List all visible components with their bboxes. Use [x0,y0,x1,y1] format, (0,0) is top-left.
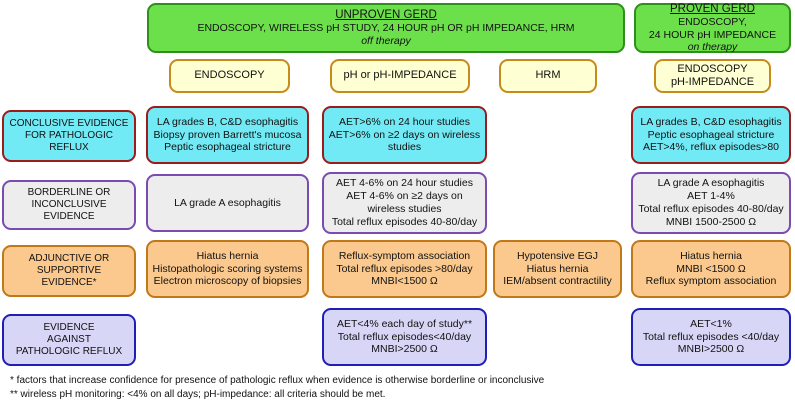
borderline-ph: AET 4-6% on 24 hour studies AET 4-6% on … [322,172,487,234]
criterion-line: AET<4% each day of study** [336,317,473,330]
row-label-conclusive: CONCLUSIVE EVIDENCE FOR PATHOLOGIC REFLU… [2,110,136,162]
criterion-line: Reflux symptom association [645,275,777,288]
criterion-line: Biopsy proven Barrett's mucosa [153,128,302,141]
row-label-line: ADJUNCTIVE OR [28,252,110,264]
unproven-gerd-banner: UNPROVEN GERD ENDOSCOPY, WIRELESS pH STU… [147,3,625,53]
row-label-line: SUPPORTIVE [36,264,102,276]
proven-gerd-line1: ENDOSCOPY, [678,15,747,28]
criterion-line: MNBI <1500 Ω [676,262,746,275]
criterion-line: MNBI>2500 Ω [371,343,438,356]
header-proven-line2: pH-IMPEDANCE [670,76,755,88]
criterion-line: AET>6% on 24 hour studies [338,115,471,128]
criterion-line: LA grade A esophagitis [174,196,281,209]
against-ph: AET<4% each day of study** Total reflux … [322,308,487,366]
adjunctive-hrm: Hypotensive EGJ Hiatus hernia IEM/absent… [493,240,622,298]
criterion-line: LA grades B, C&D esophagitis [640,115,782,128]
borderline-endoscopy: LA grade A esophagitis [146,174,309,232]
criterion-line: MNBI>2500 Ω [677,343,745,356]
criterion-line: Hypotensive EGJ [516,249,599,262]
criterion-line: Total reflux episodes 40-80/day [638,203,784,215]
criterion-line: Electron microscopy of biopsies [153,275,302,288]
borderline-proven: LA grade A esophagitis AET 1-4% Total re… [631,172,791,234]
row-label-line: INCONCLUSIVE [31,198,107,210]
criterion-line: IEM/absent contractility [503,275,612,288]
criterion-line: Histopathologic scoring systems [152,262,303,275]
proven-gerd-line2: 24 HOUR pH IMPEDANCE [648,28,777,41]
proven-gerd-banner: PROVEN GERD ENDOSCOPY, 24 HOUR pH IMPEDA… [634,3,791,53]
criterion-line: AET<1% [690,317,732,330]
row-label-line: CONCLUSIVE EVIDENCE [9,117,129,129]
header-hrm: HRM [499,59,597,93]
row-label-line: AGAINST [47,333,91,345]
criterion-line: Hiatus hernia [196,249,259,262]
criterion-line: Hiatus hernia [526,262,589,275]
header-ph-label: pH or pH-IMPEDANCE [343,69,457,82]
row-label-borderline: BORDERLINE OR INCONCLUSIVE EVIDENCE [2,180,136,230]
row-label-line: BORDERLINE OR [27,186,111,198]
row-label-line: REFLUX [49,142,89,154]
unproven-gerd-note: off therapy [361,35,411,47]
footnote-star: * factors that increase confidence for p… [10,375,545,386]
criterion-line: AET>4%, reflux episodes>80 [643,141,779,154]
row-label-line: EVIDENCE [43,211,95,223]
row-label-adjunctive: ADJUNCTIVE OR SUPPORTIVE EVIDENCE* [2,245,136,297]
unproven-gerd-subtitle: ENDOSCOPY, WIRELESS pH STUDY, 24 HOUR pH… [197,22,575,35]
criterion-line: MNBI 1500-2500 Ω [665,215,757,228]
row-label-line: EVIDENCE* [41,277,97,289]
footnote-double-star: ** wireless pH monitoring: <4% on all da… [10,389,386,400]
criterion-line: Hiatus hernia [680,249,742,262]
header-proven-line1: ENDOSCOPY [677,62,748,75]
conclusive-proven: LA grades B, C&D esophagitis Peptic esop… [631,106,791,164]
criterion-line: AET 1-4% [687,190,735,203]
conclusive-ph: AET>6% on 24 hour studies AET>6% on ≥2 d… [322,106,487,164]
against-proven: AET<1% Total reflux episodes <40/day MNB… [631,308,791,366]
criterion-line: Total reflux episodes<40/day [337,330,472,343]
criterion-line: AET 4-6% on ≥2 days on [346,190,463,203]
criterion-line: Peptic esophageal stricture [164,141,291,154]
criterion-line: Total reflux episodes 40-80/day [331,215,478,228]
header-endoscopy: ENDOSCOPY [169,59,290,93]
criterion-line: Reflux-symptom association [338,249,471,262]
adjunctive-proven: Hiatus hernia MNBI <1500 Ω Reflux sympto… [631,240,791,298]
conclusive-endoscopy: LA grades B, C&D esophagitis Biopsy prov… [146,106,309,164]
row-label-against: EVIDENCE AGAINST PATHOLOGIC REFLUX [2,314,136,366]
row-label-line: EVIDENCE [43,321,95,333]
header-proven-methods: ENDOSCOPY pH-IMPEDANCE [654,59,771,93]
proven-gerd-title: PROVEN GERD [670,2,755,15]
header-endoscopy-label: ENDOSCOPY [194,69,265,82]
criterion-line: Total reflux episodes >80/day [336,262,473,275]
row-label-line: FOR PATHOLOGIC [25,129,113,141]
criterion-line: AET>6% on ≥2 days on wireless [328,128,481,141]
header-ph-impedance: pH or pH-IMPEDANCE [330,59,470,93]
row-label-line: PATHOLOGIC REFLUX [15,346,123,358]
adjunctive-endoscopy: Hiatus hernia Histopathologic scoring sy… [146,240,309,298]
criterion-line: MNBI<1500 Ω [371,275,438,288]
criterion-line: LA grade A esophagitis [657,177,765,190]
criterion-line: AET 4-6% on 24 hour studies [336,177,473,190]
adjunctive-ph: Reflux-symptom association Total reflux … [322,240,487,298]
header-hrm-label: HRM [535,69,561,82]
criterion-line: Total reflux episodes <40/day [642,330,780,343]
unproven-gerd-title: UNPROVEN GERD [335,9,437,22]
criterion-line: LA grades B, C&D esophagitis [156,115,299,128]
criterion-line: studies [387,141,422,154]
proven-gerd-note: on therapy [687,41,738,54]
criterion-line: wireless studies [367,203,442,215]
criterion-line: Peptic esophageal stricture [647,128,775,141]
